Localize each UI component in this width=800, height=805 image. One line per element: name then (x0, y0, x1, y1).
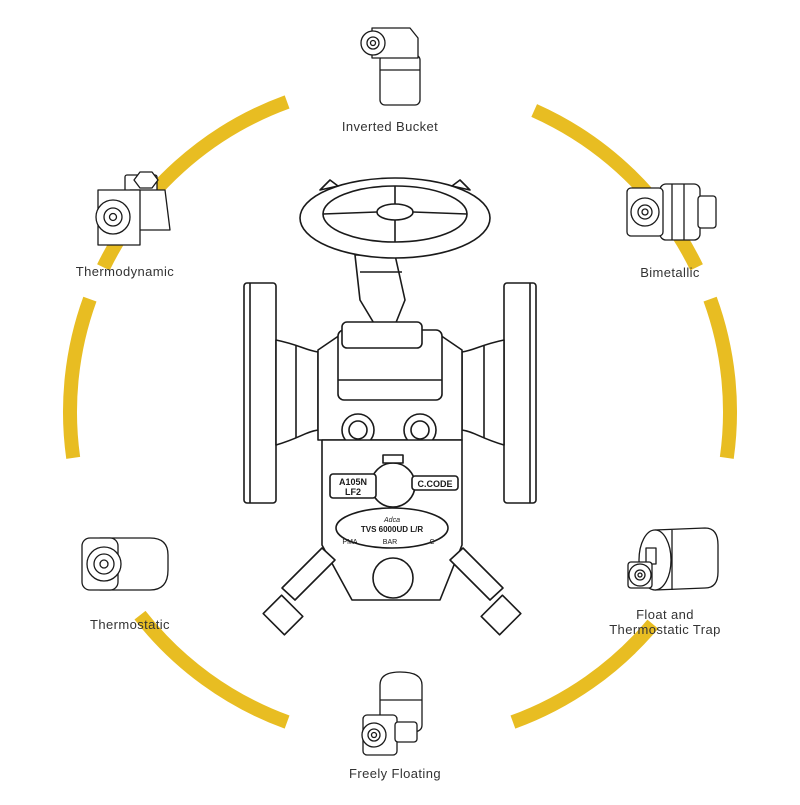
bimetallic-trap-icon (626, 183, 717, 241)
label-float-line2: Thermostatic Trap (609, 622, 721, 637)
valve-plate-right: C.CODE (417, 479, 452, 489)
ring-arc (62, 296, 97, 459)
label-thermodynamic: Thermodynamic (75, 264, 175, 279)
ring (62, 95, 738, 729)
thermodynamic-trap-icon (95, 171, 171, 246)
float-thermostatic-trap-icon (627, 527, 719, 591)
label-float-thermostatic: Float and Thermostatic Trap (590, 607, 740, 637)
freely-floating-trap-icon (361, 671, 423, 756)
valve-brand: Adca (383, 517, 400, 524)
label-float-line1: Float and (636, 607, 694, 622)
valve-plate-left: A105N (339, 477, 367, 487)
label-thermostatic: Thermostatic (90, 617, 170, 632)
label-freely-floating: Freely Floating (349, 766, 441, 781)
valve-temp-unit: C (429, 539, 434, 546)
thermostatic-trap-icon (81, 537, 169, 591)
ring-arc (531, 104, 703, 271)
valve-model: TVS 6000UD L/R (361, 525, 423, 534)
label-bimetallic: Bimetallic (640, 265, 700, 280)
valve-pma: PMA (342, 539, 358, 546)
ring-arc (703, 296, 738, 459)
valve-markings: A105N LF2 C.CODE Adca TVS 6000UD L/R PMA… (339, 477, 453, 546)
valve-bar: BAR (383, 539, 397, 546)
trap-valve-station-icon (243, 177, 537, 636)
ring-arc (134, 610, 290, 729)
label-inverted-bucket: Inverted Bucket (341, 119, 439, 134)
inverted-bucket-trap-icon (360, 27, 421, 106)
ring-arc (510, 619, 659, 729)
valve-plate-left-2: LF2 (345, 487, 361, 497)
